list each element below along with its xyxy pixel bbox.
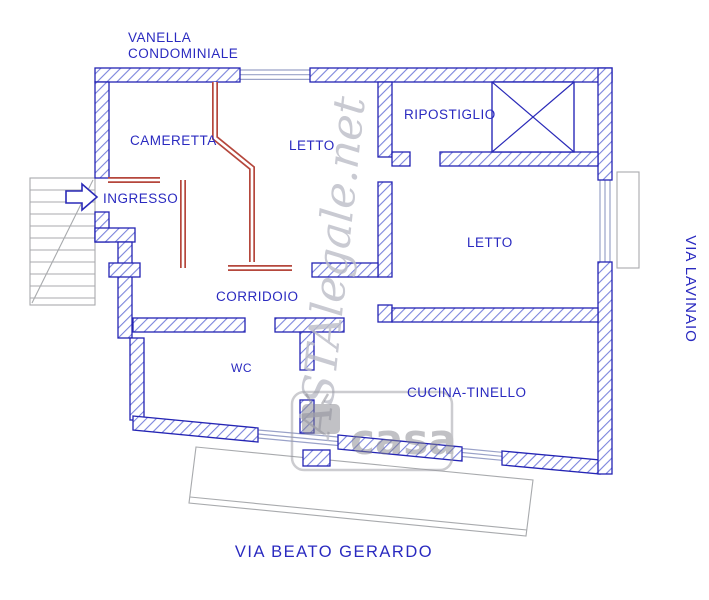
wall-top-left [94, 67, 241, 83]
wall-right-lower [597, 261, 613, 475]
elevator-shaft-cross [491, 81, 575, 153]
window-line [257, 433, 339, 443]
window-line [461, 447, 503, 453]
wall-ripostiglio-bottom-right [439, 151, 599, 167]
tv-antenna-icon [304, 393, 314, 405]
label-vanella-line2: CONDOMINIALE [128, 46, 238, 61]
wall-wc-top-left [132, 317, 246, 333]
label-letto-right: LETTO [467, 235, 513, 250]
terrace-inner-line [189, 496, 528, 531]
wall-letto-divider-upper [377, 181, 393, 278]
wall-bottom-2 [337, 434, 463, 462]
wall-corridor-stub-right [311, 262, 379, 278]
tv-icon [302, 404, 340, 434]
tv-antenna-icon [320, 393, 330, 405]
casa-logo-border [290, 390, 454, 472]
wall-letto-divider-lower [377, 304, 393, 323]
elevator-shaft [491, 81, 575, 153]
wall-right-upper [597, 67, 613, 181]
wall-left-corner [94, 227, 136, 243]
label-via-lavinaio: VIA LAVINAIO [682, 235, 699, 343]
wall-corridor-stub-left [108, 262, 141, 278]
partition-cameretta-letto-inner [213, 82, 254, 262]
label-letto-top: LETTO [289, 138, 335, 153]
room-labels: VANELLA CONDOMINIALE CAMERETTA LETTO RIP… [103, 30, 699, 561]
wall-letto-cucina [391, 307, 599, 323]
exterior-walls [94, 67, 613, 475]
wall-ripostiglio-bottom-left [391, 151, 411, 167]
right-balcony-outline [616, 171, 640, 269]
window-line [461, 455, 503, 461]
label-ingresso: INGRESSO [103, 191, 178, 206]
label-corridoio: CORRIDOIO [216, 289, 299, 304]
casa-watermark-text: casa [350, 415, 457, 464]
wall-bottom-1 [132, 415, 259, 443]
label-vanella-line1: VANELLA [128, 30, 191, 45]
window-line [257, 429, 339, 438]
entrance-arrow-icon [65, 182, 99, 212]
label-cameretta: CAMERETTA [130, 133, 217, 148]
terrace-step [302, 449, 331, 467]
wall-left-upper [94, 81, 110, 179]
red-partitions [108, 82, 292, 271]
window-line [461, 451, 503, 457]
window-line [257, 437, 339, 447]
label-cucina-tinello: CUCINA-TINELLO [407, 385, 527, 400]
wall-wc-cucina-upper [299, 331, 315, 371]
windows [240, 69, 640, 461]
label-ripostiglio: RIPOSTIGLIO [404, 107, 496, 122]
casa-logo-watermark: casa [290, 390, 457, 472]
wall-letto-ripostiglio [377, 81, 393, 158]
wall-top-right [309, 67, 613, 83]
wall-left-lower [129, 337, 145, 421]
label-via-beato-gerardo: VIA BEATO GERARDO [235, 543, 433, 561]
wall-left-mid [117, 241, 133, 339]
label-wc: WC [231, 361, 252, 375]
